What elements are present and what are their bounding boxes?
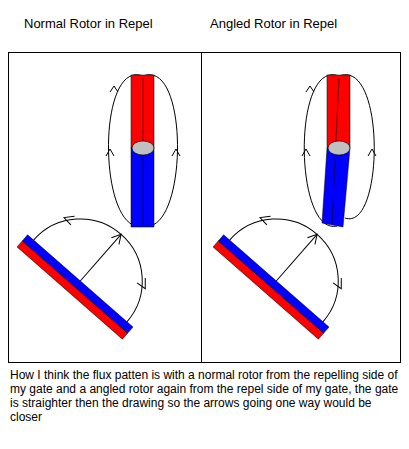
- gate-normal: [80, 234, 121, 281]
- panel-title: Normal Rotor in Repel: [24, 16, 153, 31]
- rotor-axle: [328, 141, 350, 155]
- frame: [9, 53, 401, 363]
- rotor-axle: [132, 141, 154, 155]
- arrowhead: [333, 276, 346, 289]
- gate-red: [17, 241, 128, 339]
- panel-title: Angled Rotor in Repel: [210, 16, 337, 31]
- caption: How I think the flux patten is with a no…: [10, 368, 400, 424]
- panel-divider: [201, 53, 202, 363]
- rotor-south-angled: [322, 148, 350, 227]
- arrowhead: [307, 231, 320, 244]
- normal-rotor-panel: [17, 75, 180, 339]
- gate: [17, 188, 174, 339]
- arrowhead: [302, 149, 310, 156]
- gate-blue: [22, 235, 133, 333]
- arrowhead: [368, 149, 376, 156]
- gate-red: [213, 241, 324, 339]
- arrowhead: [106, 149, 114, 156]
- arrowhead: [63, 212, 76, 225]
- arrowhead: [172, 149, 180, 156]
- arrowhead: [259, 212, 272, 225]
- angled-rotor-panel: [213, 75, 376, 339]
- gate-normal: [276, 234, 317, 281]
- arrowhead: [111, 231, 124, 244]
- arrowhead: [137, 276, 150, 289]
- rotor-south: [131, 148, 154, 227]
- gate-blue: [218, 235, 329, 333]
- arrowhead: [110, 86, 118, 92]
- rotor-north: [131, 75, 154, 148]
- arrowhead: [306, 86, 314, 92]
- gate: [213, 188, 370, 339]
